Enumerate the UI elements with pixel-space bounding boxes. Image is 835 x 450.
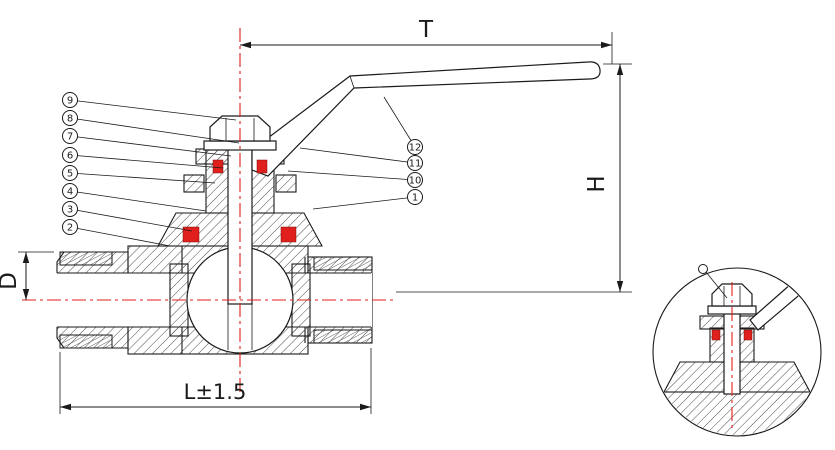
dimension-D: D <box>0 251 54 300</box>
dim-h-label: H <box>584 175 610 192</box>
callout-number: 2 <box>67 223 73 234</box>
detail-handle-stub <box>749 275 811 331</box>
detail-body <box>654 391 820 435</box>
callout-12: 12 <box>383 96 423 155</box>
dimension-H: H <box>396 63 632 293</box>
callout-number: 4 <box>67 187 73 198</box>
right-thread-top <box>313 256 373 271</box>
handle <box>251 61 601 177</box>
callout-bubble <box>62 147 78 163</box>
callout-bubble <box>62 92 78 108</box>
dim-t-label: T <box>418 17 434 43</box>
detail-content <box>654 275 820 435</box>
callout-number: 3 <box>67 205 73 216</box>
callout-number: 1 <box>412 193 418 204</box>
detail-seal-left <box>711 329 721 341</box>
callout-7: 7 <box>62 128 232 157</box>
seals <box>182 159 297 243</box>
dimension-T: T <box>240 17 613 64</box>
callout-10: 10 <box>287 170 423 188</box>
dim-d-label: D <box>0 272 22 290</box>
callout-bubble <box>62 219 78 235</box>
callout-number: 12 <box>409 143 422 154</box>
callout-number: 9 <box>67 96 73 107</box>
gland-ear-left <box>183 174 205 193</box>
callout-9: 9 <box>62 92 237 121</box>
right-thread-bottom <box>313 329 373 344</box>
detail-boundary-circle <box>652 267 822 437</box>
callout-5: 5 <box>62 165 216 184</box>
stem-packing-right <box>256 159 268 174</box>
callout-bubble <box>62 183 78 199</box>
dim-l-label: L±1.5 <box>184 380 247 404</box>
dimension-L: L±1.5 <box>59 348 372 414</box>
callout-bubble <box>62 201 78 217</box>
left-thread-top <box>59 251 113 266</box>
callout-4: 4 <box>62 183 207 212</box>
callout-1: 1 <box>312 189 423 210</box>
callout-bubble <box>407 189 423 205</box>
detail-view <box>652 264 822 437</box>
callout-number: 11 <box>409 159 422 170</box>
callout-number: 6 <box>67 151 73 162</box>
body-seal-left <box>182 226 200 243</box>
callout-3: 3 <box>62 201 193 232</box>
callout-number: 10 <box>409 176 422 187</box>
detail-seal-right <box>743 329 753 341</box>
callout-bubble <box>62 110 78 126</box>
valve-section-view <box>22 28 601 392</box>
detail-marker-leader <box>705 271 728 299</box>
callout-bubble <box>407 139 423 155</box>
handle-bend-line <box>349 75 355 89</box>
stem-packing-left <box>212 159 224 174</box>
detail-marker-circle <box>698 264 708 274</box>
callout-bubble <box>407 155 423 171</box>
callout-bubble <box>407 172 423 188</box>
callout-number: 7 <box>67 132 73 143</box>
centerlines <box>22 28 394 392</box>
callout-6: 6 <box>62 147 224 169</box>
body-seal-right <box>280 226 297 243</box>
callout-2: 2 <box>62 219 171 247</box>
callout-8: 8 <box>62 110 240 144</box>
callout-number: 5 <box>67 169 73 180</box>
callout-bubble <box>62 165 78 181</box>
left-thread-bottom <box>59 334 113 349</box>
callout-11: 11 <box>299 147 423 171</box>
callout-bubble <box>62 128 78 144</box>
callout-number: 8 <box>67 114 73 125</box>
gland-ear-right <box>275 174 297 193</box>
